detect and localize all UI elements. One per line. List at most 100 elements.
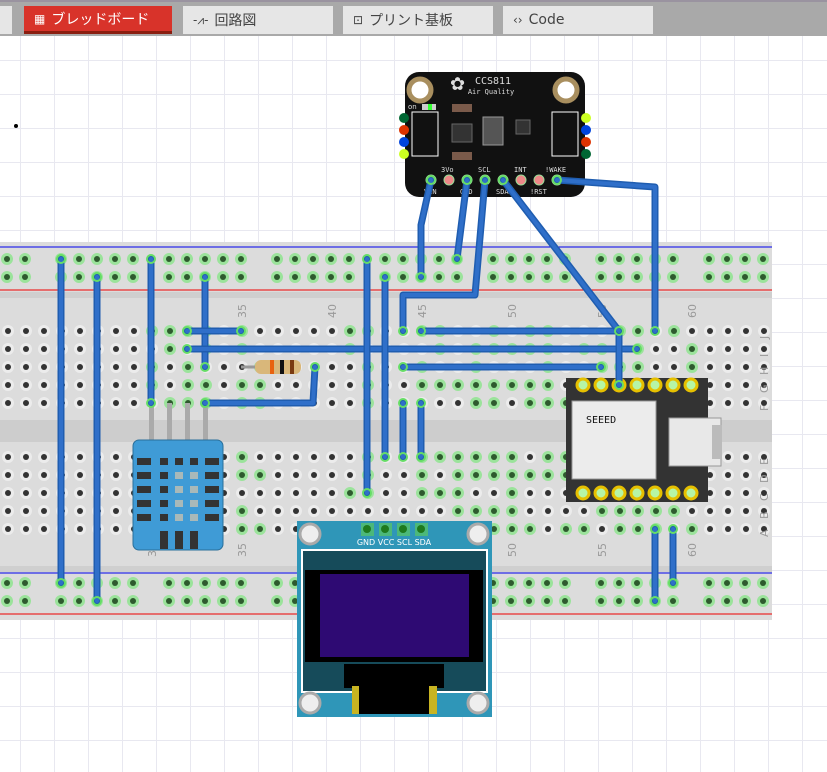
breadboard-hole[interactable] (725, 508, 731, 514)
breadboard-hole[interactable] (725, 454, 731, 460)
breadboard-hole[interactable] (5, 490, 11, 496)
breadboard-hole[interactable] (112, 598, 118, 604)
breadboard-hole[interactable] (635, 364, 641, 370)
breadboard-hole[interactable] (689, 328, 695, 334)
breadboard-hole[interactable] (275, 472, 281, 478)
breadboard-hole[interactable] (329, 364, 335, 370)
breadboard-hole[interactable] (490, 256, 496, 262)
breadboard-hole[interactable] (742, 598, 748, 604)
breadboard-hole[interactable] (328, 256, 334, 262)
breadboard-hole[interactable] (545, 508, 551, 514)
breadboard-hole[interactable] (653, 508, 659, 514)
breadboard-hole[interactable] (508, 598, 514, 604)
breadboard-hole[interactable] (473, 508, 479, 514)
breadboard-hole[interactable] (41, 490, 47, 496)
breadboard-hole[interactable] (113, 454, 119, 460)
breadboard-hole[interactable] (634, 256, 640, 262)
breadboard-hole[interactable] (184, 580, 190, 586)
breadboard-hole[interactable] (185, 382, 191, 388)
breadboard-hole[interactable] (77, 526, 83, 532)
breadboard-hole[interactable] (635, 526, 641, 532)
breadboard-hole[interactable] (617, 526, 623, 532)
breadboard-hole[interactable] (5, 454, 11, 460)
breadboard-hole[interactable] (166, 256, 172, 262)
breadboard-hole[interactable] (761, 328, 767, 334)
breadboard-hole[interactable] (689, 364, 695, 370)
breadboard-hole[interactable] (257, 472, 263, 478)
breadboard-hole[interactable] (599, 508, 605, 514)
breadboard-hole[interactable] (491, 400, 497, 406)
breadboard-hole[interactable] (725, 364, 731, 370)
breadboard-hole[interactable] (671, 508, 677, 514)
breadboard-hole[interactable] (743, 346, 749, 352)
breadboard-hole[interactable] (274, 580, 280, 586)
breadboard-hole[interactable] (598, 256, 604, 262)
breadboard-hole[interactable] (544, 256, 550, 262)
breadboard-hole[interactable] (419, 490, 425, 496)
breadboard-hole[interactable] (743, 526, 749, 532)
breadboard-hole[interactable] (473, 400, 479, 406)
breadboard-hole[interactable] (130, 580, 136, 586)
breadboard-hole[interactable] (5, 364, 11, 370)
breadboard-hole[interactable] (167, 346, 173, 352)
oled-pin[interactable] (417, 525, 425, 533)
breadboard-hole[interactable] (239, 508, 245, 514)
breadboard-hole[interactable] (545, 400, 551, 406)
breadboard-hole[interactable] (724, 580, 730, 586)
breadboard-hole[interactable] (491, 508, 497, 514)
breadboard-hole[interactable] (77, 490, 83, 496)
oled-pin[interactable] (363, 525, 371, 533)
breadboard-hole[interactable] (203, 382, 209, 388)
breadboard-hole[interactable] (257, 382, 263, 388)
breadboard-hole[interactable] (5, 526, 11, 532)
breadboard-hole[interactable] (5, 472, 11, 478)
breadboard-hole[interactable] (23, 454, 29, 460)
breadboard-hole[interactable] (130, 598, 136, 604)
breadboard-hole[interactable] (725, 400, 731, 406)
breadboard-hole[interactable] (760, 580, 766, 586)
breadboard-hole[interactable] (707, 364, 713, 370)
breadboard-hole[interactable] (131, 328, 137, 334)
breadboard-hole[interactable] (238, 580, 244, 586)
breadboard-hole[interactable] (383, 472, 389, 478)
ccs811-pin[interactable] (444, 175, 454, 185)
breadboard-hole[interactable] (22, 274, 28, 280)
breadboard-hole[interactable] (347, 382, 353, 388)
breadboard-hole[interactable] (491, 454, 497, 460)
breadboard-hole[interactable] (473, 472, 479, 478)
breadboard-hole[interactable] (670, 598, 676, 604)
breadboard-hole[interactable] (436, 256, 442, 262)
breadboard-hole[interactable] (275, 526, 281, 532)
breadboard-hole[interactable] (670, 256, 676, 262)
breadboard-hole[interactable] (383, 490, 389, 496)
breadboard-hole[interactable] (419, 472, 425, 478)
breadboard-hole[interactable] (725, 472, 731, 478)
breadboard-hole[interactable] (311, 490, 317, 496)
seeed-pin[interactable] (667, 379, 679, 391)
breadboard-hole[interactable] (4, 256, 10, 262)
breadboard-hole[interactable] (455, 472, 461, 478)
breadboard-hole[interactable] (347, 328, 353, 334)
breadboard-hole[interactable] (616, 580, 622, 586)
breadboard-hole[interactable] (508, 274, 514, 280)
breadboard-hole[interactable] (725, 526, 731, 532)
breadboard-hole[interactable] (562, 274, 568, 280)
breadboard-hole[interactable] (562, 580, 568, 586)
breadboard-hole[interactable] (347, 490, 353, 496)
breadboard-hole[interactable] (293, 490, 299, 496)
breadboard-hole[interactable] (563, 526, 569, 532)
breadboard-hole[interactable] (76, 580, 82, 586)
breadboard-hole[interactable] (689, 526, 695, 532)
seeed-pin[interactable] (577, 379, 589, 391)
breadboard-hole[interactable] (706, 256, 712, 262)
breadboard-hole[interactable] (725, 328, 731, 334)
breadboard-hole[interactable] (220, 274, 226, 280)
breadboard-hole[interactable] (383, 508, 389, 514)
breadboard-hole[interactable] (545, 490, 551, 496)
breadboard-hole[interactable] (707, 526, 713, 532)
breadboard-hole[interactable] (725, 382, 731, 388)
breadboard-hole[interactable] (527, 508, 533, 514)
breadboard-hole[interactable] (761, 346, 767, 352)
breadboard-hole[interactable] (347, 508, 353, 514)
breadboard-hole[interactable] (41, 526, 47, 532)
